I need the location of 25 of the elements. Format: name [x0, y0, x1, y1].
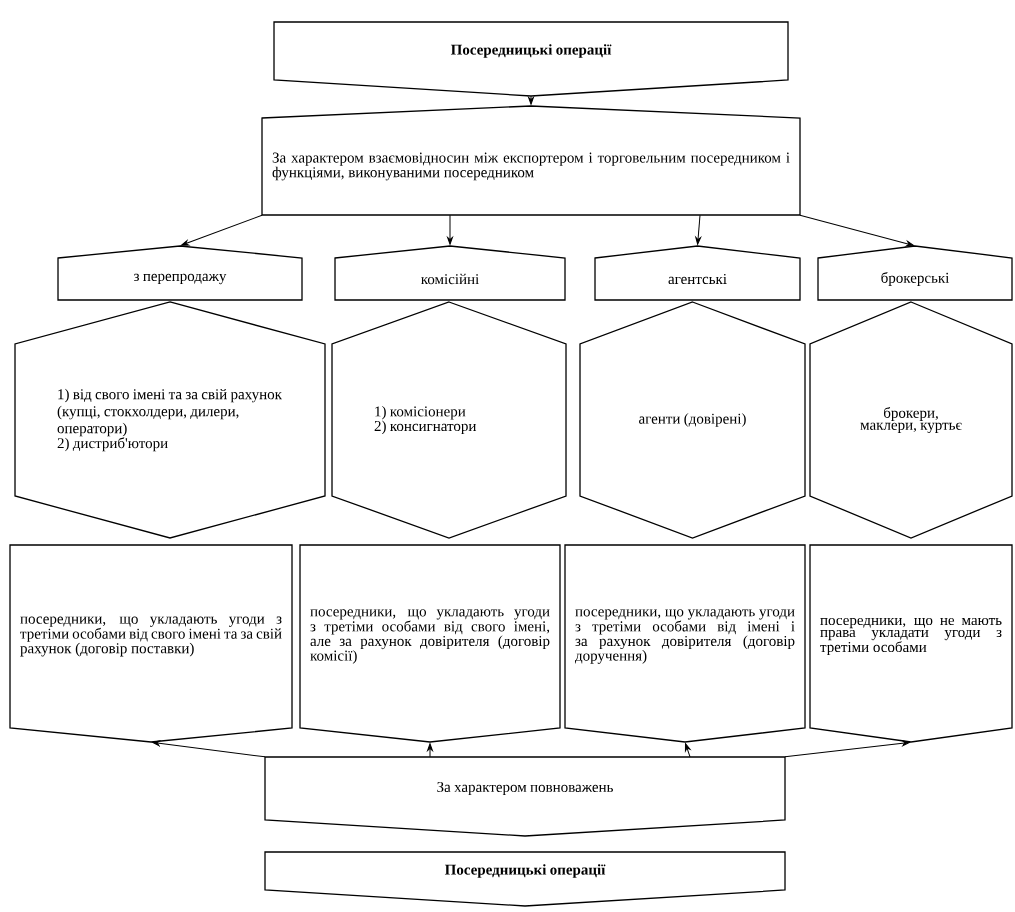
arrow: [152, 740, 266, 758]
description-box: посередники, що укладають угоди з третіми особами від свого імені та за свій рахунок (договір поставки): [9, 544, 293, 743]
criterion-box: За характером повноважень: [264, 756, 786, 837]
hexagon: 1) від свого імені та за свій рахунок (купці, стокхолдери, дилери, оператори) 2) дистриб'ютори: [14, 301, 326, 539]
category-box: агентські: [594, 245, 801, 301]
arrow: [799, 214, 915, 247]
arrow: [695, 214, 702, 245]
arrow: [784, 740, 910, 758]
arrow: [427, 743, 433, 758]
hexagon: 1) комісіонери 2) консигнатори: [331, 301, 567, 539]
description-box: посередники, що не мають права укладати угоди з третіми особами: [809, 544, 1013, 743]
category-box: брокерські: [817, 245, 1013, 301]
category-box: з перепродажу: [57, 245, 303, 301]
arrow: [684, 743, 691, 758]
description-box: посередники, що укладають угоди з третіми особами від свого імені, але за рахунок довірителя (договір комісії): [299, 544, 561, 743]
criterion-box: За характером взаємовідносин між експортером і торговельним посередником і функціями, виконуваними посередником: [261, 105, 801, 216]
heading-box: Посередницькі операції: [264, 851, 786, 907]
arrow: [447, 214, 453, 245]
hexagon: агенти (довірені): [579, 301, 806, 539]
hexagon: брокери, маклери, куртьє: [809, 301, 1013, 539]
heading-box: Посередницькі операції: [273, 21, 789, 97]
description-box: посередники, що укладають угоди з третіми особами від імені і за рахунок довірителя (договір доручення): [564, 544, 806, 743]
category-box: комісійні: [334, 245, 566, 301]
arrow: [528, 95, 534, 105]
arrow: [180, 214, 263, 246]
